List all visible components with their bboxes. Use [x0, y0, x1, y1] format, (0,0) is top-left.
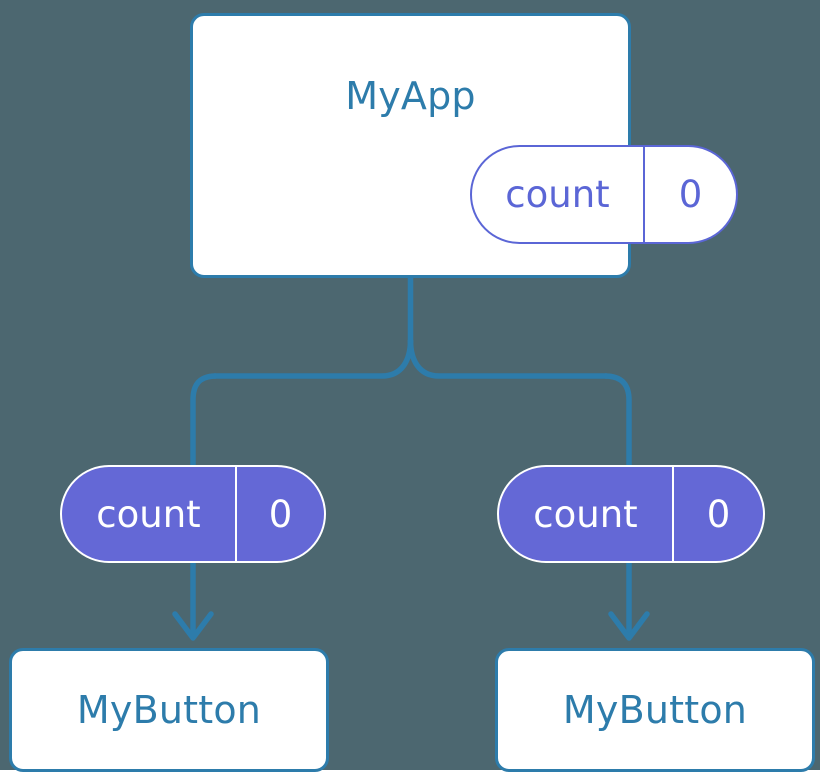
- state-value-label: 0: [268, 492, 293, 536]
- state-pill-myapp: count 0: [470, 145, 738, 244]
- component-title-mybutton: MyButton: [562, 688, 748, 732]
- component-box-mybutton-right: MyButton: [495, 648, 815, 772]
- component-title-myapp: MyApp: [345, 74, 476, 118]
- arrow-left-head: [172, 611, 214, 641]
- state-key-label: count: [499, 467, 674, 561]
- state-value-label: 0: [678, 173, 703, 216]
- branch-left: [190, 373, 217, 466]
- fork-right-shoulder: [407, 339, 607, 379]
- arrow-right-head: [608, 611, 650, 641]
- branch-right: [604, 373, 632, 466]
- state-pill-child-left: count 0: [60, 465, 326, 563]
- fork-left-shoulder: [214, 339, 414, 379]
- component-title-mybutton: MyButton: [76, 688, 262, 732]
- state-key-label: count: [62, 467, 237, 561]
- component-box-myapp: MyApp count 0: [190, 13, 738, 278]
- state-pill-child-right: count 0: [497, 465, 765, 563]
- state-value-label: 0: [706, 492, 731, 536]
- component-box-mybutton-left: MyButton: [9, 648, 329, 772]
- state-key-label: count: [472, 147, 645, 242]
